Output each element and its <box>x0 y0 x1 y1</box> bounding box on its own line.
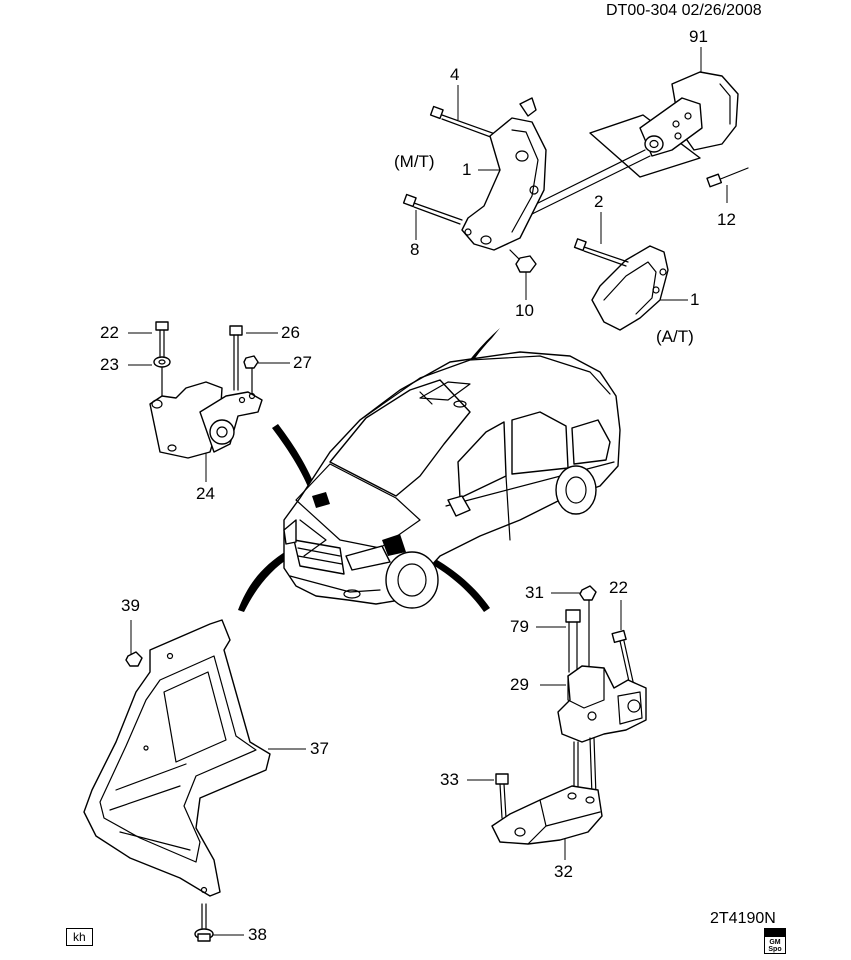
callout-1-at: 1 <box>690 290 700 309</box>
sweep-arrow-right-lower <box>428 556 490 612</box>
callout-91: 91 <box>689 27 708 46</box>
callout-22-right: 22 <box>609 578 628 597</box>
mount-29 <box>557 585 647 801</box>
drawing-number: 2T4190N <box>710 910 776 927</box>
callout-31: 31 <box>525 583 544 602</box>
callout-79: 79 <box>510 617 529 636</box>
leader-lines <box>128 47 728 936</box>
bolt-8 <box>402 193 463 225</box>
callout-38: 38 <box>248 925 267 944</box>
logo-text-top: GM <box>769 939 781 946</box>
callout-27: 27 <box>293 353 312 372</box>
callout-1-mt: 1 <box>462 160 472 179</box>
screw-38 <box>194 903 214 942</box>
bracket-at <box>591 245 669 331</box>
kh-tag: kh <box>66 928 93 946</box>
callout-23: 23 <box>100 355 119 374</box>
mount-91 <box>639 71 739 157</box>
bolt-2 <box>573 238 629 267</box>
logo-text-bottom: Spo <box>768 946 782 953</box>
callout-10: 10 <box>515 301 534 320</box>
bolt-12 <box>706 167 749 188</box>
sweep-arrows <box>238 328 500 612</box>
nut-10 <box>509 249 537 273</box>
bracket-32 <box>491 773 603 845</box>
car-illustration <box>283 351 621 609</box>
callout-22-left: 22 <box>100 323 119 342</box>
sweep-arrow-left-lower <box>238 550 292 612</box>
splash-shield-37 <box>83 619 271 897</box>
bracket-mt <box>461 97 547 251</box>
label-manual-transmission: (M/T) <box>394 152 435 171</box>
mount-24 <box>149 321 263 459</box>
callout-12: 12 <box>717 210 736 229</box>
callout-37: 37 <box>310 739 329 758</box>
callout-8: 8 <box>410 240 420 259</box>
callout-29: 29 <box>510 675 529 694</box>
callout-32: 32 <box>554 862 573 881</box>
callout-24: 24 <box>196 484 215 503</box>
gm-spo-logo: GM Spo <box>764 928 786 954</box>
callout-26: 26 <box>281 323 300 342</box>
bolt-4 <box>429 105 499 140</box>
drawing-reference: DT00-304 02/26/2008 <box>606 2 762 19</box>
sweep-arrow-left-upper <box>272 424 320 502</box>
label-automatic-transmission: (A/T) <box>656 327 694 346</box>
callout-33: 33 <box>440 770 459 789</box>
callout-39: 39 <box>121 596 140 615</box>
callout-2: 2 <box>594 192 604 211</box>
callout-4: 4 <box>450 65 460 84</box>
